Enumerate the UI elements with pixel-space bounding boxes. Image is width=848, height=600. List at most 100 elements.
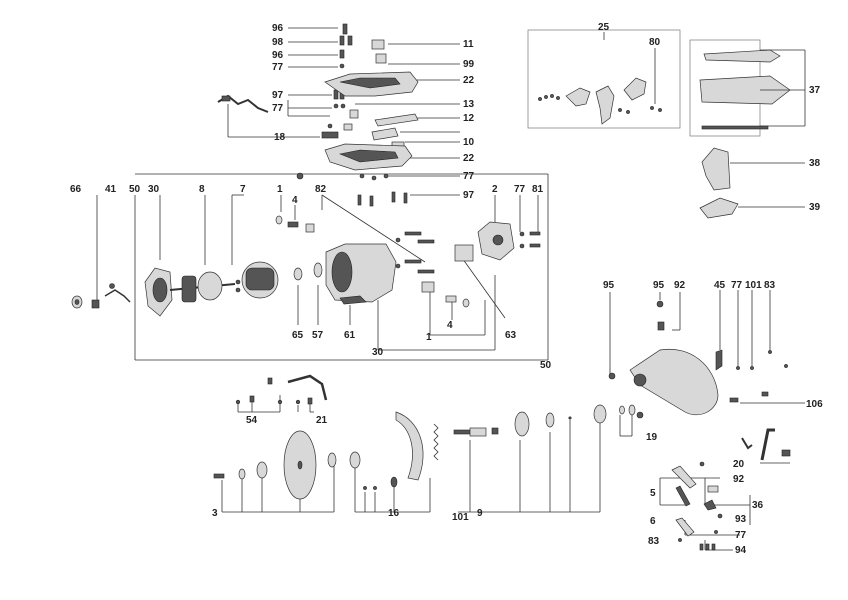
label-77-e: 77 [731,280,743,291]
cable-18 [217,94,269,113]
label-94: 94 [735,545,747,556]
switch-block-11 [371,39,387,64]
label-66: 66 [70,184,82,195]
label-9: 9 [477,508,483,519]
label-38: 38 [809,158,821,169]
label-50-a: 50 [129,184,141,195]
label-80: 80 [649,37,661,48]
label-37: 37 [809,85,821,96]
upper-guard-assembly [608,290,805,419]
screws-97-bottom [357,191,408,207]
guard-parts-37-38-39 [699,49,806,219]
parts-1-4-lower [421,281,470,308]
label-20: 20 [733,459,745,470]
brush-holder-41 [91,283,131,309]
label-6: 6 [650,516,656,527]
kit-25-box [527,29,681,129]
label-39: 39 [809,202,821,213]
label-41: 41 [105,184,117,195]
label-3: 3 [212,508,218,519]
lever-20 [741,428,791,464]
label-96-b: 96 [272,50,284,61]
label-101-b: 101 [452,512,469,523]
label-93: 93 [735,514,747,525]
label-7: 7 [240,184,246,195]
label-16: 16 [388,508,400,519]
washer-66 [71,295,83,309]
screws-54-21 [235,374,328,405]
bearings-65-57 [293,262,323,281]
gear-cover-2 [477,221,515,261]
label-18: 18 [274,132,286,143]
label-96-a: 96 [272,23,284,34]
label-4-b: 4 [447,320,453,331]
label-8: 8 [199,184,205,195]
small-parts-1-4 [275,215,315,233]
label-65: 65 [292,330,304,341]
gear-housing-screws [296,172,435,274]
label-63: 63 [505,330,517,341]
handle-cover-22-upper [324,71,419,97]
screws-77-81 [519,231,541,249]
label-61: 61 [344,330,356,341]
flange-parts-3 [213,452,337,480]
label-54: 54 [246,415,258,426]
label-81: 81 [532,184,544,195]
label-2: 2 [492,184,498,195]
label-1-a: 1 [277,184,283,195]
label-30-a: 30 [148,184,160,195]
label-77-b: 77 [272,103,284,114]
label-10: 10 [463,137,475,148]
label-83-b: 83 [648,536,660,547]
label-30-b: 30 [372,347,384,358]
label-1-b: 1 [426,332,432,343]
label-77-a: 77 [272,62,284,73]
stator-7 [235,261,279,299]
spindle-parts-9 [453,404,636,437]
label-106: 106 [806,399,823,410]
label-95-b: 95 [653,280,665,291]
label-97-a: 97 [272,90,284,101]
label-22-a: 22 [463,75,475,86]
armature-8 [169,271,236,303]
end-shield-30 [144,267,173,317]
label-77-c: 77 [463,171,475,182]
label-36: 36 [752,500,764,511]
label-21: 21 [316,415,328,426]
parts-13-12-10 [321,109,419,149]
label-19: 19 [646,432,658,443]
label-50-b: 50 [540,360,552,371]
label-101-a: 101 [745,280,762,291]
spring-101 [433,423,439,461]
blade-3 [283,430,317,500]
leader-lines-blade [221,395,633,513]
label-83-a: 83 [764,280,776,291]
label-92-a: 92 [674,280,686,291]
label-95-a: 95 [603,280,615,291]
guard-16 [349,411,424,490]
motor-housing-30 [325,243,397,303]
label-22-b: 22 [463,153,475,164]
label-11: 11 [463,39,474,50]
label-92-b: 92 [733,474,745,485]
label-5: 5 [650,488,656,499]
screws-top [333,23,353,109]
label-4-a: 4 [292,195,298,206]
label-13: 13 [463,99,475,110]
handle-base-22-lower [324,143,413,181]
label-77-d: 77 [514,184,526,195]
kit-25-parts [538,32,662,125]
label-12: 12 [463,113,475,124]
brush-box-63 [454,244,474,262]
label-77-f: 77 [735,530,747,541]
label-97-b: 97 [463,190,475,201]
label-plate-61 [339,295,367,305]
label-57: 57 [312,330,324,341]
part-number-labels: 96 98 96 77 97 77 18 11 99 22 13 12 10 2… [70,22,823,556]
label-98: 98 [272,37,284,48]
label-99: 99 [463,59,475,70]
label-82: 82 [315,184,327,195]
label-25: 25 [598,22,610,33]
leader-lines-motor [96,173,549,361]
